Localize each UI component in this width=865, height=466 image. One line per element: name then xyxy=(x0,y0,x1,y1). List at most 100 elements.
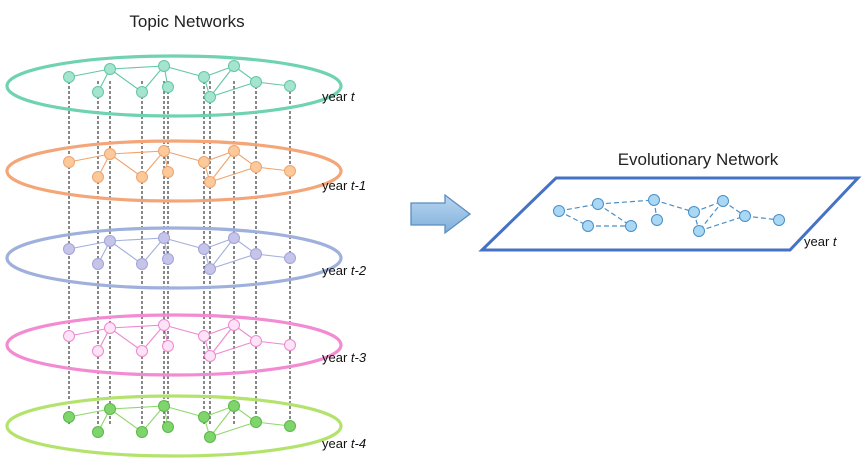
network-node xyxy=(198,156,210,168)
network-edge xyxy=(209,405,235,438)
right-arrow-icon xyxy=(410,193,472,235)
year-label: year t-3 xyxy=(322,350,367,365)
network-edge xyxy=(109,237,165,242)
evolution-edge xyxy=(558,203,599,212)
network-node xyxy=(250,416,262,428)
evolution-edge xyxy=(653,199,695,213)
network-node xyxy=(228,60,240,72)
network-node xyxy=(204,350,216,362)
network-node xyxy=(162,81,174,93)
network-node xyxy=(92,86,104,98)
network-node xyxy=(162,421,174,433)
network-node xyxy=(104,403,116,415)
network-edge xyxy=(109,153,143,178)
evolution-node xyxy=(592,198,604,210)
year-label: year t-1 xyxy=(322,178,366,193)
topic-layer-4: year t-3 xyxy=(5,313,367,377)
evolution-node xyxy=(648,194,660,206)
year-label: year t xyxy=(322,89,356,104)
network-node xyxy=(228,400,240,412)
network-edge xyxy=(209,237,235,270)
evolution-node xyxy=(773,214,785,226)
network-edge xyxy=(109,405,165,410)
network-node xyxy=(92,426,104,438)
evolution-node xyxy=(717,195,729,207)
network-node xyxy=(284,165,296,177)
network-node xyxy=(284,80,296,92)
network-node xyxy=(136,171,148,183)
topic-layer-3: year t-2 xyxy=(5,226,367,290)
network-node xyxy=(158,145,170,157)
network-node xyxy=(63,243,75,255)
evolution-node xyxy=(739,210,751,222)
network-edge xyxy=(109,327,143,352)
evolution-node xyxy=(582,220,594,232)
network-node xyxy=(204,431,216,443)
network-node xyxy=(162,166,174,178)
topic-layers: year t year t-1 year t-2 year t-3 year t-4 xyxy=(5,54,367,458)
evolution-node xyxy=(625,220,637,232)
network-edge xyxy=(109,408,143,433)
network-node xyxy=(162,253,174,265)
network-node xyxy=(204,176,216,188)
network-node xyxy=(136,258,148,270)
network-edge xyxy=(209,324,235,357)
network-edge xyxy=(209,81,257,98)
network-edge xyxy=(209,166,257,183)
network-node xyxy=(136,345,148,357)
network-edge xyxy=(68,408,111,418)
network-node xyxy=(162,340,174,352)
network-edge xyxy=(109,68,143,93)
network-edge xyxy=(109,65,165,70)
network-edge xyxy=(68,68,111,78)
evolution-year-label: year t xyxy=(804,234,838,249)
transition-arrow xyxy=(410,193,472,235)
network-edge xyxy=(209,253,257,270)
evolution-plane xyxy=(478,176,862,252)
network-node xyxy=(284,252,296,264)
network-node xyxy=(228,319,240,331)
network-node xyxy=(158,400,170,412)
topic-layer-5: year t-4 xyxy=(5,394,366,458)
network-node xyxy=(104,322,116,334)
network-node xyxy=(250,248,262,260)
evolution-edge xyxy=(698,200,724,232)
network-edge xyxy=(109,324,165,329)
evolution-node xyxy=(651,214,663,226)
network-node xyxy=(284,420,296,432)
vertical-links xyxy=(68,81,291,424)
network-node xyxy=(158,319,170,331)
network-node xyxy=(228,232,240,244)
network-node xyxy=(63,71,75,83)
layer-ring xyxy=(5,54,343,118)
network-node xyxy=(228,145,240,157)
evolution-node xyxy=(553,205,565,217)
network-node xyxy=(136,86,148,98)
topic-networks-title: Topic Networks xyxy=(129,12,244,31)
network-node xyxy=(204,91,216,103)
network-edge xyxy=(68,240,111,250)
network-node xyxy=(198,330,210,342)
network-node xyxy=(250,76,262,88)
evolutionary-network: year t xyxy=(478,176,862,252)
network-node xyxy=(198,71,210,83)
network-node xyxy=(63,411,75,423)
network-edge xyxy=(163,405,205,418)
network-edge xyxy=(209,421,257,438)
network-node xyxy=(250,161,262,173)
evolution-edge xyxy=(597,203,632,227)
network-node xyxy=(63,330,75,342)
evolutionary-network-title: Evolutionary Network xyxy=(618,150,779,169)
year-label: year t-2 xyxy=(322,263,367,278)
network-edge xyxy=(68,327,111,337)
network-node xyxy=(104,63,116,75)
evolution-edge xyxy=(597,199,655,205)
network-edge xyxy=(209,65,235,98)
network-node xyxy=(92,345,104,357)
network-edge xyxy=(163,324,205,337)
topic-layer-2: year t-1 xyxy=(5,139,366,203)
layer-ring xyxy=(5,226,343,290)
network-node xyxy=(158,232,170,244)
network-node xyxy=(92,258,104,270)
